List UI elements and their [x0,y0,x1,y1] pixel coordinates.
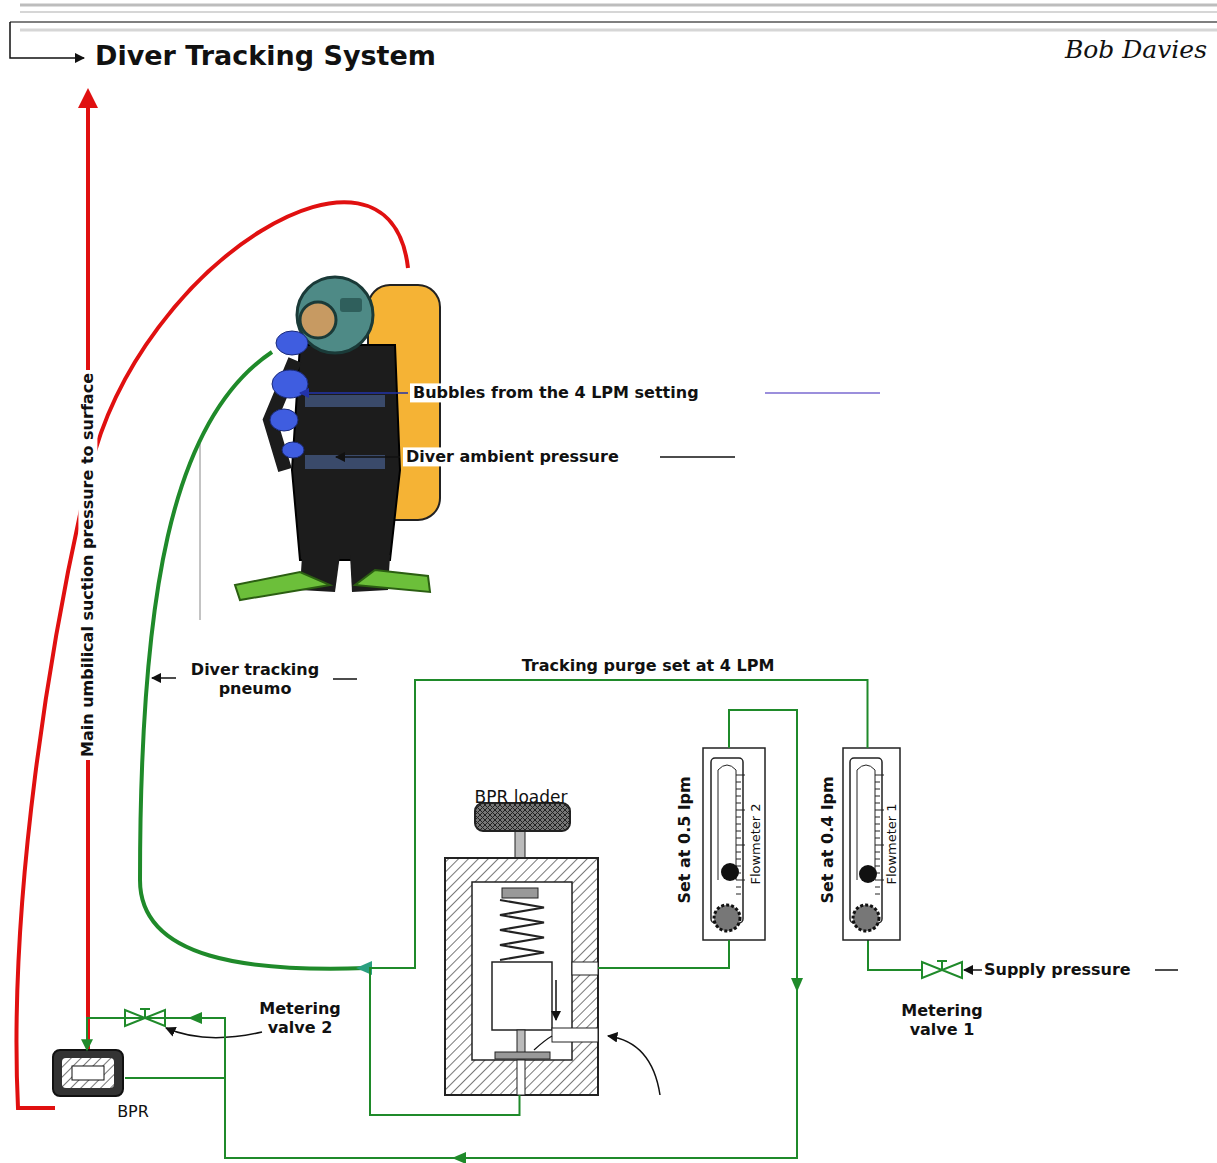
node-label: BPR [117,1102,149,1121]
node-label: BPR loader [475,787,568,807]
line-label: Tracking purge set at 4 LPM [522,656,775,675]
author-name: Bob Davies [1065,35,1207,65]
bpr-block [53,1050,123,1096]
bpr-housing: BPR loader [445,858,598,1095]
flowmeter [703,748,900,940]
hose-label: Diver tracking pneumo [180,660,330,698]
bpr-housing [445,803,598,1095]
leader-line [152,393,1178,1095]
hose-label: Main umbilical suction pressure to surfa… [78,370,97,760]
node-label: Set at 0.5 lpm [675,776,694,903]
umbilical-hose [17,92,408,1108]
pipe-line [370,680,868,1115]
node-caption: Flowmeter 1 [884,803,900,884]
flowmeter: Set at 0.4 lpmFlowmeter 1 [843,748,900,940]
valve-label: Metering valve 1 [887,1001,997,1039]
valve-label: Metering valve 2 [245,999,355,1037]
flowmeter: Set at 0.5 lpmFlowmeter 2 [703,748,765,940]
pipe-line [87,710,797,1158]
diagram-title: Diver Tracking System [95,40,436,72]
callout-label: Diver ambient pressure [403,447,622,466]
node-caption: Flowmeter 2 [748,803,764,884]
callout-label: Supply pressure [984,960,1131,979]
pipe-line [598,940,729,968]
bpr-block: BPR [53,1050,123,1096]
node-label: Set at 0.4 lpm [818,776,837,903]
pneumo-hose [140,352,372,975]
callout-label: Bubbles from the 4 LPM setting [410,383,702,402]
